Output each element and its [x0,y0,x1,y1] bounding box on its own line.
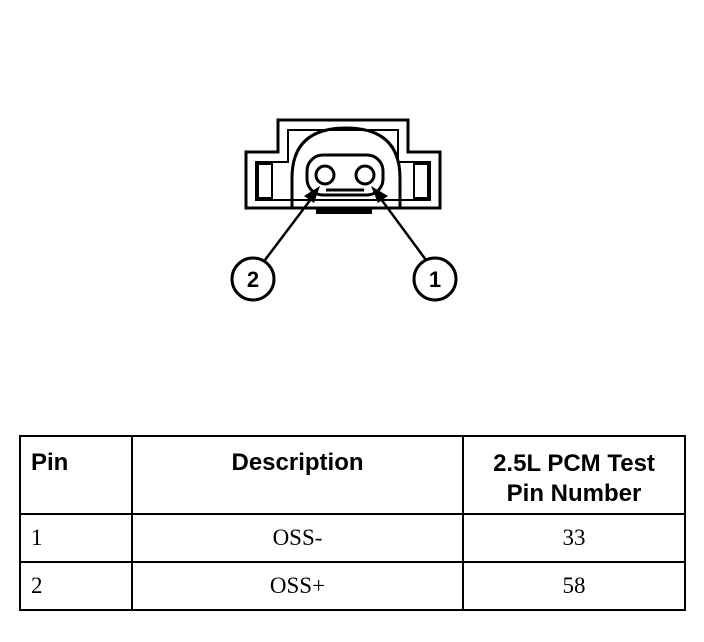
callout-number-1: 1 [429,267,441,292]
cell-test-pin: 58 [462,561,686,611]
pin-1-terminal [354,164,376,186]
header-description: Description [131,435,464,515]
left-latch [257,163,273,199]
pinout-table: Pin Description 2.5L PCM Test Pin Number… [19,435,686,611]
right-latch [413,163,429,199]
cell-description: OSS+ [131,561,464,611]
leader-line-2 [264,194,315,261]
callout-number-2: 2 [247,267,259,292]
callout-circle-1 [412,256,458,302]
key-bar [316,208,372,214]
pin-2-terminal [314,164,336,186]
cell-pin: 2 [19,561,133,611]
header-test-line1: 2.5L PCM Test [493,450,655,477]
callout-circle-2 [230,256,276,302]
connector-housing [244,118,442,210]
cell-pin: 1 [19,513,133,563]
arrowhead-2 [304,186,320,203]
table-row: 2 OSS+ 58 [19,561,686,611]
table-row: 1 OSS- 33 [19,513,686,563]
connector-diagram: 2 1 [230,118,458,302]
header-test-pin: 2.5L PCM Test Pin Number [462,435,686,515]
leader-line-1 [376,194,428,261]
connector-housing-inner [255,129,431,201]
header-pin: Pin [19,435,133,515]
cell-test-pin: 33 [462,513,686,563]
cell-description: OSS- [131,513,464,563]
pin-cavity [290,126,402,208]
arrowhead-1 [371,186,388,203]
header-test-line2: Pin Number [506,480,642,507]
pin-insert [305,153,385,197]
table-header-row: Pin Description 2.5L PCM Test Pin Number [19,435,686,515]
